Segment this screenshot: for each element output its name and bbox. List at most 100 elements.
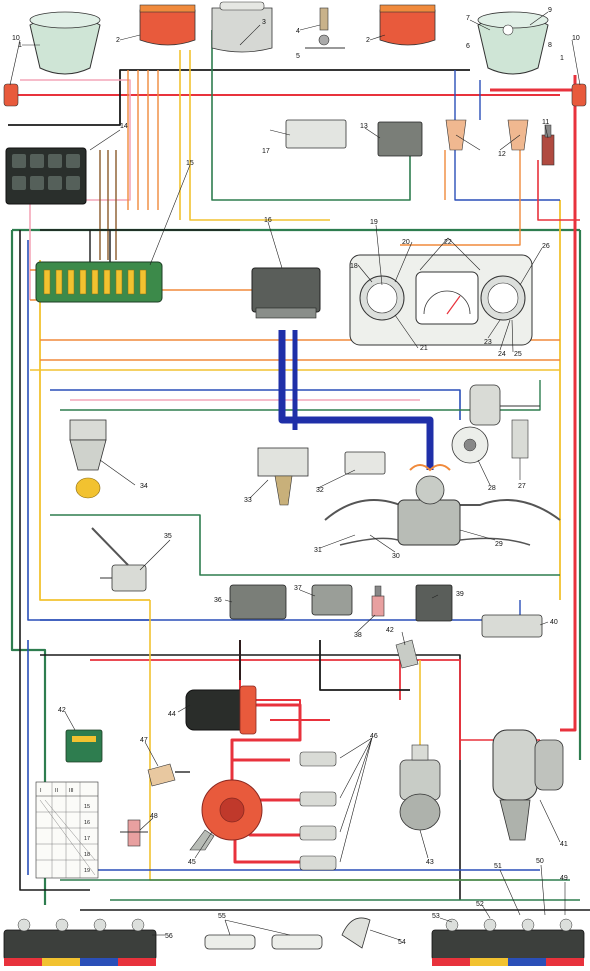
choke-control (91, 527, 147, 592)
label-4: 4 (296, 28, 300, 35)
brake-light-switches (445, 119, 529, 151)
table-header-2: II (55, 788, 59, 794)
table-row-3: 17 (84, 836, 90, 842)
wire-black-top (8, 69, 470, 126)
relay-17 (285, 119, 347, 149)
wire-yellow-frame (39, 200, 561, 601)
label-2-left: 2 (116, 37, 120, 44)
label-42-upper: 42 (386, 627, 394, 634)
wire-bundle-brown (99, 150, 117, 260)
label-9: 9 (548, 7, 552, 14)
side-indicator-right (571, 83, 587, 107)
label-17: 17 (262, 148, 270, 155)
label-8: 8 (548, 42, 552, 49)
label-56: 56 (165, 933, 173, 940)
label-18: 18 (350, 263, 358, 270)
wire-mid-blue (50, 389, 461, 420)
wire-orange-right (400, 150, 521, 246)
label-27: 27 (518, 483, 526, 490)
label-50: 50 (536, 858, 544, 865)
wire-bundle-left (127, 70, 159, 210)
component-27 (500, 405, 540, 459)
label-36: 36 (214, 597, 222, 604)
starter-motor (492, 729, 564, 841)
headlamp-right (477, 11, 549, 75)
horn (211, 1, 273, 53)
table-header-1: I (40, 788, 42, 794)
oil-sensor (305, 7, 345, 49)
label-51: 51 (494, 863, 502, 870)
wire-yellow-top (179, 50, 330, 221)
label-22: 22 (444, 239, 452, 246)
label-31: 31 (314, 547, 322, 554)
wire-blue-frame (27, 240, 150, 875)
side-indicator-left (3, 83, 19, 107)
label-3: 3 (262, 19, 266, 26)
label-33: 33 (244, 497, 252, 504)
wire-red-main (490, 75, 577, 732)
wire-green-bottom (60, 879, 580, 901)
instrument-cluster (349, 254, 533, 346)
label-55: 55 (218, 913, 226, 920)
label-40: 40 (550, 619, 558, 626)
label-47: 47 (140, 737, 148, 744)
switch-38 (371, 585, 385, 617)
front-light-left (139, 4, 196, 46)
rear-lights-right (431, 918, 585, 966)
label-30: 30 (392, 553, 400, 560)
wire-dark-blue-bundle (278, 330, 434, 470)
headlamp-left (29, 11, 101, 75)
relay-36 (229, 584, 287, 620)
leader-lines (9, 11, 581, 941)
label-29: 29 (495, 541, 503, 548)
label-44: 44 (168, 711, 176, 718)
front-light-right (379, 4, 436, 46)
label-7: 7 (466, 15, 470, 22)
battery (5, 147, 87, 205)
label-39: 39 (456, 591, 464, 598)
sensor-48 (120, 819, 148, 847)
label-10-left: 10 (12, 35, 20, 42)
label-25: 25 (514, 351, 522, 358)
wire-green-top (211, 30, 411, 201)
label-10-right: 10 (572, 35, 580, 42)
label-32: 32 (316, 487, 324, 494)
table-row-4: 18 (84, 852, 90, 858)
label-24: 24 (498, 351, 506, 358)
wire-green-lower (50, 514, 560, 576)
label-12: 12 (498, 151, 506, 158)
label-1-right: 1 (560, 55, 564, 62)
wiring-harness (8, 30, 590, 911)
label-5: 5 (296, 53, 300, 60)
wire-black-frame (19, 230, 90, 891)
ignition-switch (257, 447, 309, 506)
label-2-right: 2 (366, 37, 370, 44)
component-numbers: 1 2 3 4 5 2 6 7 8 9 1 10 10 11 12 13 14 … (12, 7, 580, 946)
label-28: 28 (488, 485, 496, 492)
label-34: 34 (140, 483, 148, 490)
label-26: 26 (542, 243, 550, 250)
label-42-left: 42 (58, 707, 66, 714)
label-45: 45 (188, 859, 196, 866)
label-19: 19 (370, 219, 378, 226)
connector-42-left (65, 729, 103, 763)
label-46: 46 (370, 733, 378, 740)
label-38: 38 (354, 632, 362, 639)
label-53: 53 (432, 913, 440, 920)
table-row-1: 15 (84, 804, 90, 810)
label-43: 43 (426, 859, 434, 866)
fuse-box (35, 261, 163, 303)
rear-lights-left (3, 918, 157, 966)
label-13: 13 (360, 123, 368, 130)
plate-lamp (341, 917, 371, 949)
label-14: 14 (120, 123, 128, 130)
wire-coil-to-dist (230, 703, 302, 770)
light-switch (69, 419, 107, 499)
label-11: 11 (542, 119, 549, 126)
label-20: 20 (402, 239, 410, 246)
interior-lamps (204, 934, 323, 950)
wire-red-lower (90, 659, 461, 760)
wire-blue-top (454, 70, 560, 201)
voltage-regulator (251, 267, 321, 319)
heater-fan (451, 384, 501, 464)
